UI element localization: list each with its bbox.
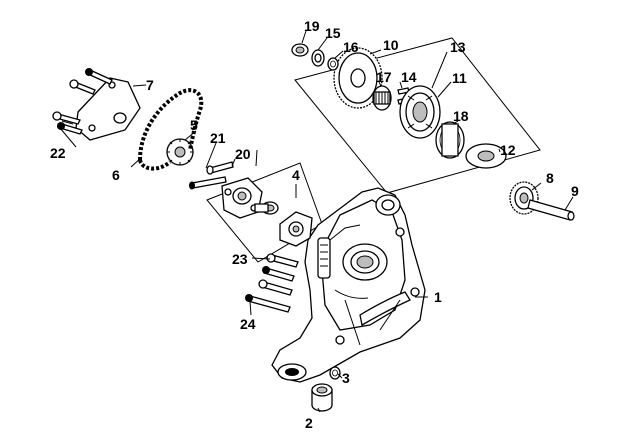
clutch-housing <box>399 85 441 139</box>
callout-8: 8 <box>546 170 554 186</box>
spacer-washers <box>291 43 339 71</box>
callout-23: 23 <box>232 251 248 267</box>
callout-9: 9 <box>571 183 579 199</box>
bushing <box>311 383 333 412</box>
oil-pump-body <box>221 177 263 219</box>
chain-guide-plate <box>75 77 141 141</box>
oil-pump-rotor <box>254 201 279 215</box>
callout-13: 13 <box>450 39 466 55</box>
drive-sprocket <box>166 138 194 166</box>
oil-pump-cover <box>279 211 313 247</box>
callout-19: 19 <box>304 18 320 34</box>
callout-5: 5 <box>190 117 198 133</box>
driven-gear <box>333 47 383 109</box>
plate-bolts <box>52 68 113 135</box>
callout-12: 12 <box>500 142 516 158</box>
callout-3: 3 <box>342 370 350 386</box>
callout-15: 15 <box>325 25 341 41</box>
crankcase-cover <box>271 187 426 383</box>
output-shaft <box>527 199 575 221</box>
callout-18: 18 <box>453 108 469 124</box>
callout-20: 20 <box>235 146 251 162</box>
callout-17: 17 <box>376 69 392 85</box>
callout-14: 14 <box>401 69 417 85</box>
callout-10: 10 <box>383 37 399 53</box>
pump-shaft-pins <box>189 161 234 190</box>
callout-22: 22 <box>50 145 66 161</box>
callout-16: 16 <box>343 39 359 55</box>
callout-4: 4 <box>292 167 300 183</box>
leader-lines <box>59 30 574 413</box>
callout-6: 6 <box>112 167 120 183</box>
callout-7: 7 <box>146 77 154 93</box>
callout-21: 21 <box>210 130 226 146</box>
callout-2: 2 <box>305 415 313 431</box>
cover-bolts <box>245 253 299 313</box>
clutch-plate <box>465 143 507 169</box>
clutch-ring <box>435 121 465 159</box>
drive-chain <box>138 88 204 171</box>
o-ring <box>329 366 341 380</box>
callout-1: 1 <box>434 289 442 305</box>
callout-11: 11 <box>452 70 467 86</box>
callouts: 1 2 3 4 5 6 7 8 9 10 11 12 13 14 15 16 1… <box>50 18 579 431</box>
needle-bearing <box>372 85 392 111</box>
clutch-group-outline <box>294 37 541 194</box>
callout-24: 24 <box>240 316 256 332</box>
